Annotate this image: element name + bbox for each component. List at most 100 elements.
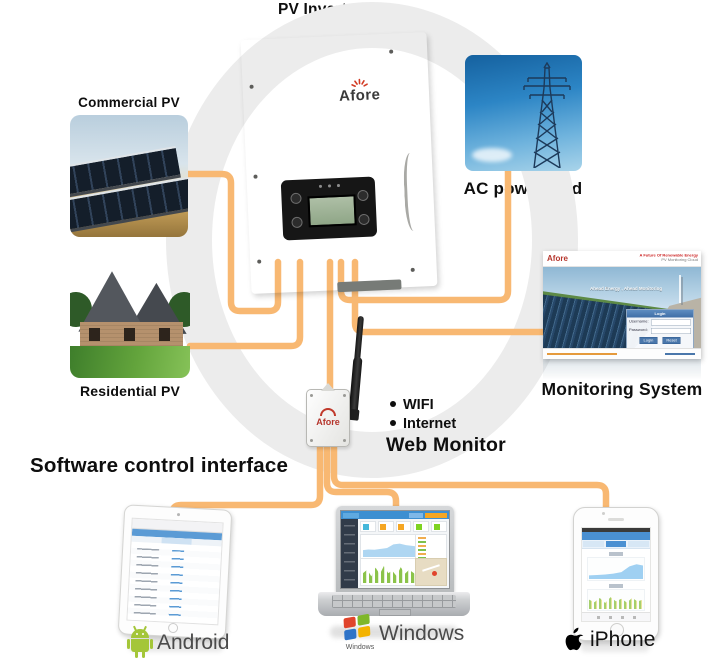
inverter-brand-logo: Afore (338, 78, 381, 105)
house-window (158, 328, 170, 341)
android-head (131, 629, 149, 638)
chart-title-bar (609, 552, 623, 556)
laptop-base (318, 592, 470, 616)
wifi-brand-text: Afore (316, 417, 340, 427)
chart-title-bar (609, 584, 623, 588)
android-eye (136, 632, 138, 635)
monitoring-site-logo: Afore (547, 254, 568, 263)
laptop-keyboard (332, 595, 456, 608)
panel-button (358, 213, 370, 226)
monitoring-header: Afore A Future Of Renewable Energy PV Mo… (543, 251, 701, 267)
stat-card (377, 521, 394, 532)
tab-active (605, 541, 627, 547)
table-values-column (168, 549, 185, 619)
area-chart-fill (363, 543, 416, 557)
screw (310, 394, 313, 397)
wifi-bullet: WIFI (390, 397, 434, 413)
header-button (409, 512, 423, 518)
cable-inverter-to-grid (337, 166, 512, 304)
windows-label: Windows (379, 622, 465, 645)
dashboard-header (341, 511, 449, 519)
slogan-line: A Future Of Renewable Energy (639, 253, 698, 258)
username-input (651, 319, 691, 326)
inverter-control-panel (280, 176, 378, 241)
home-button (610, 623, 624, 637)
inverter-brand-text: Afore (338, 86, 381, 105)
apple-logo-icon (565, 627, 584, 651)
panel-button (357, 189, 369, 202)
windows-pane-blue (344, 628, 357, 641)
android-leg (142, 652, 145, 658)
residential-pv-label: Residential PV (79, 383, 181, 399)
password-input (651, 328, 691, 334)
slogan-subline: PV Monitoring Cloud (661, 257, 698, 263)
android-arm (150, 639, 153, 649)
screw (343, 439, 346, 442)
bullet-icon (390, 401, 396, 407)
lawn (70, 345, 190, 378)
cloud-shape (472, 147, 512, 162)
internet-bullet-text: Internet (403, 416, 457, 432)
dashboard-logo (343, 512, 359, 518)
cable-wifi-to-iphone (330, 439, 610, 514)
login-button: Login (639, 337, 658, 344)
commercial-pv-label: Commercial PV (78, 95, 180, 110)
commercial-pv-photo (70, 115, 188, 237)
bar-chart (360, 558, 419, 586)
login-title: Login (627, 310, 693, 318)
ac-grid-photo (465, 55, 582, 171)
username-label: Username: (629, 319, 649, 324)
status-led (318, 184, 323, 188)
stat-card (395, 521, 412, 532)
segmented-tabs (582, 540, 650, 549)
monitoring-reflection (543, 359, 701, 383)
android-body (131, 639, 149, 652)
password-label: Password: (629, 327, 648, 333)
footer-text-bar (547, 353, 617, 355)
dashboard-sidebar (341, 519, 358, 588)
laptop-screen (340, 510, 450, 589)
cable-residential-to-inverter (186, 258, 304, 350)
wifi-module-mount-tab (321, 383, 335, 391)
sunburst-icon (320, 408, 336, 416)
laptop-lid (336, 506, 454, 592)
screw (410, 267, 415, 272)
android-label: Android (157, 631, 230, 654)
web-monitor-label: Web Monitor (386, 434, 506, 456)
cable-wifi-to-laptop (323, 439, 400, 516)
bar-chart (587, 589, 645, 611)
internet-bullet: Internet (390, 416, 456, 432)
cable-commercial-to-inverter (184, 170, 282, 315)
screw (310, 439, 313, 442)
windows-logo-icon (343, 613, 374, 642)
status-led (336, 183, 341, 188)
tablet-screen (126, 517, 224, 626)
area-chart (587, 557, 645, 581)
screw (253, 174, 258, 179)
earpiece (608, 518, 624, 521)
bar-chart-fill (363, 565, 416, 583)
area-chart (360, 534, 419, 560)
monitoring-screenshot: Afore A Future Of Renewable Energy PV Mo… (543, 251, 701, 359)
status-bar (582, 528, 650, 532)
house-window (89, 328, 100, 341)
device-list-panel (414, 534, 447, 560)
laptop-device (318, 504, 470, 624)
iphone-screen (581, 527, 651, 622)
wifi-module-brand: Afore (307, 408, 349, 427)
transmission-tower-icon (523, 61, 572, 168)
inverter-lcd-screen (307, 194, 357, 228)
residential-pv-photo (70, 262, 190, 378)
monitoring-tagline: Ahead Energy , Ahead Monitoring (590, 286, 663, 292)
screw (389, 49, 394, 54)
wifi-bullet-text: WIFI (403, 397, 434, 413)
screw (343, 394, 346, 397)
sunburst-icon (351, 78, 368, 88)
bar-chart-fill (589, 597, 643, 609)
data-table (127, 541, 222, 625)
android-leg (135, 652, 138, 658)
status-led (327, 184, 332, 188)
wifi-module-device: Afore (306, 383, 350, 447)
